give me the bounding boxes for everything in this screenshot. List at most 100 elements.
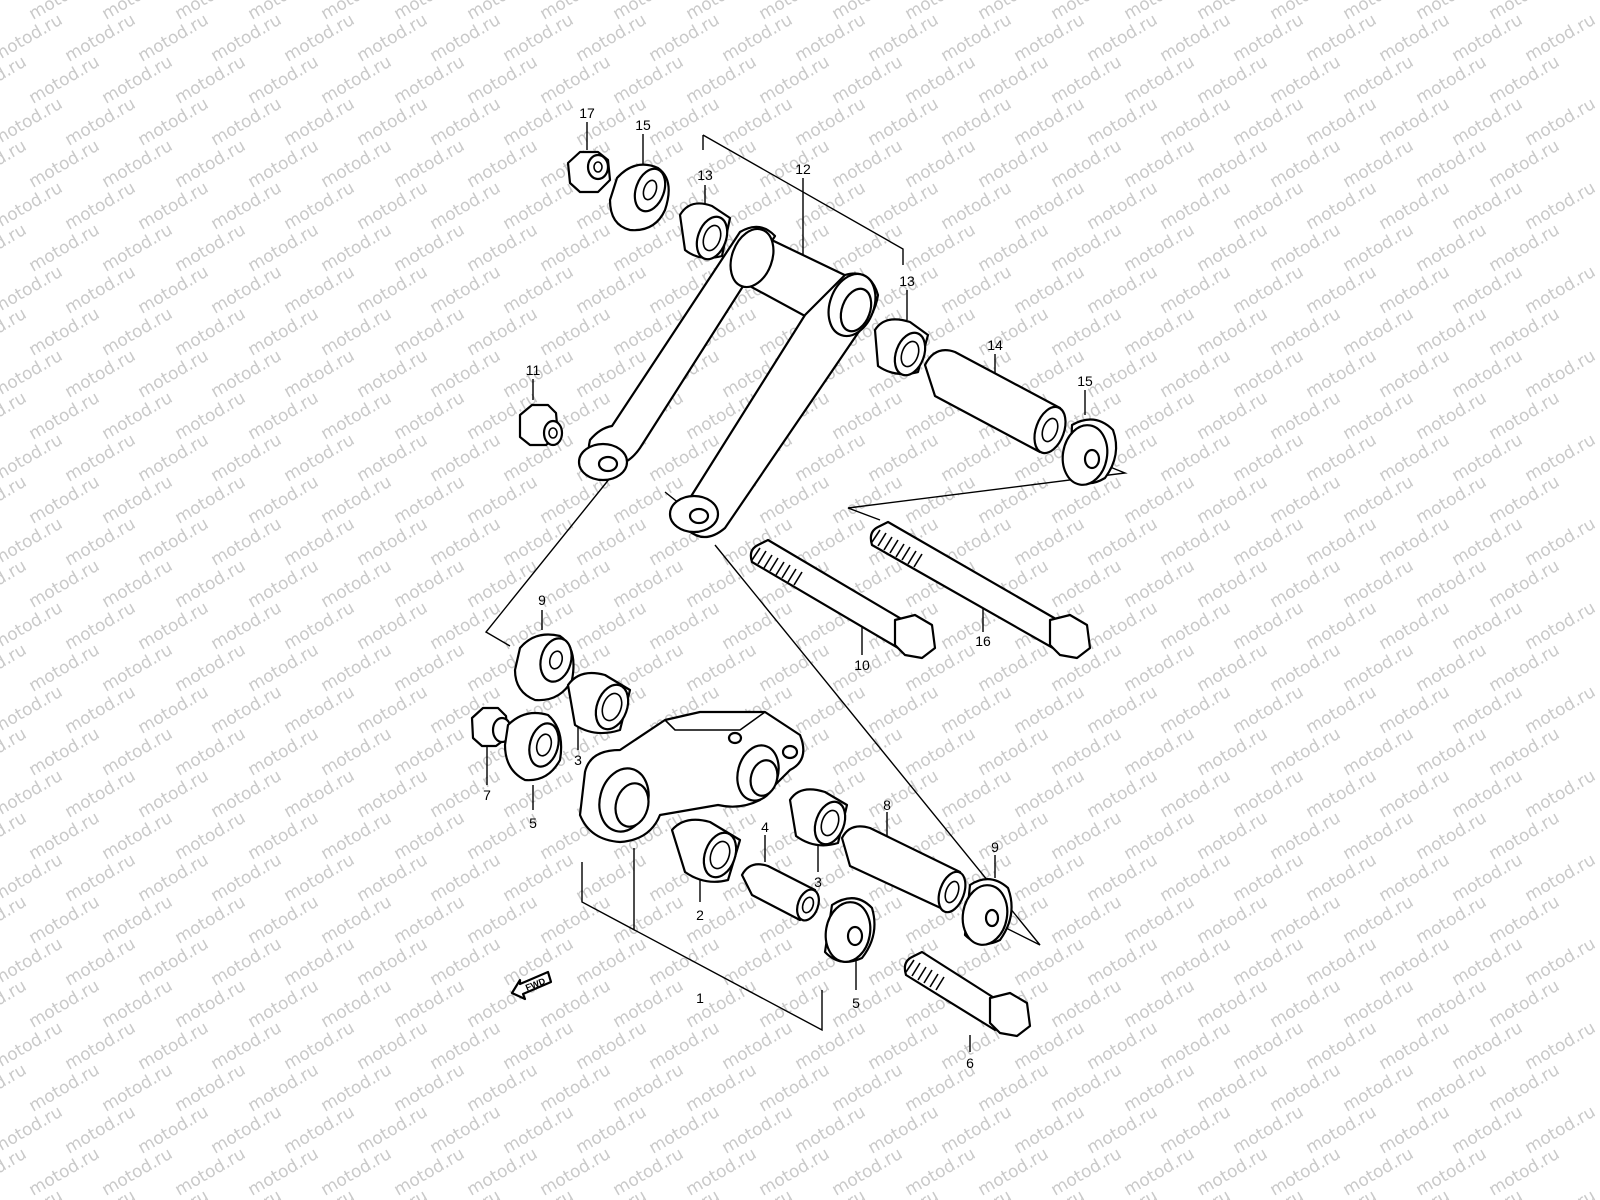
watermark-text: motod.ru (865, 10, 943, 66)
watermark-text: motod.ru (391, 1060, 469, 1116)
watermark-text: motod.ru (1449, 850, 1527, 906)
watermark-text: motod.ru (537, 1144, 615, 1200)
watermark-text: motod.ru (646, 1102, 724, 1158)
watermark-text: motod.ru (318, 976, 396, 1032)
watermark-text: motod.ru (1340, 388, 1418, 444)
watermark-text: motod.ru (1011, 1102, 1089, 1158)
watermark-text: motod.ru (865, 1186, 943, 1200)
watermark-text: motod.ru (1486, 640, 1564, 696)
watermark-text: motod.ru (281, 1102, 359, 1158)
callout-14: 14 (987, 337, 1003, 353)
watermark-text: motod.ru (135, 1018, 213, 1074)
watermark-text: motod.ru (245, 640, 323, 696)
bearing-13-top (678, 202, 732, 261)
watermark-text: motod.ru (99, 640, 177, 696)
watermark-text: motod.ru (172, 136, 250, 192)
watermark-text: motod.ru (1303, 598, 1381, 654)
watermark-text: motod.ru (99, 976, 177, 1032)
watermark-text: motod.ru (464, 1144, 542, 1200)
watermark-text: motod.ru (1157, 850, 1235, 906)
watermark-text: motod.ru (1048, 724, 1126, 780)
watermark-text: motod.ru (1084, 682, 1162, 738)
watermark-text: motod.ru (537, 220, 615, 276)
callout-12: 12 (795, 161, 811, 177)
watermark-text: motod.ru (938, 178, 1016, 234)
watermark-text: motod.ru (172, 1144, 250, 1200)
watermark-text: motod.ru (1522, 850, 1600, 906)
watermark-text: motod.ru (1522, 178, 1600, 234)
watermark-text: motod.ru (610, 52, 688, 108)
watermark-text: motod.ru (1121, 724, 1199, 780)
watermark-text: motod.ru (1486, 808, 1564, 864)
watermark-text: motod.ru (245, 556, 323, 612)
watermark-text: motod.ru (464, 52, 542, 108)
watermark-text: motod.ru (26, 1144, 104, 1200)
watermark-text: motod.ru (427, 514, 505, 570)
watermark-text: motod.ru (135, 850, 213, 906)
watermark-text: motod.ru (1267, 304, 1345, 360)
watermark-text: motod.ru (1449, 514, 1527, 570)
watermark-text: motod.ru (245, 1060, 323, 1116)
watermark-text: motod.ru (135, 262, 213, 318)
watermark-text: motod.ru (1048, 808, 1126, 864)
watermark-text: motod.ru (756, 52, 834, 108)
watermark-text: motod.ru (1084, 262, 1162, 318)
watermark-text: motod.ru (0, 640, 30, 696)
watermark-text: motod.ru (0, 136, 30, 192)
watermark-text: motod.ru (719, 10, 797, 66)
callout-9: 9 (538, 592, 546, 608)
watermark-text: motod.ru (1194, 472, 1272, 528)
callout-11: 11 (526, 362, 541, 378)
watermark-text: motod.ru (1011, 1186, 1089, 1200)
watermark-text: motod.ru (354, 1018, 432, 1074)
watermark-text: motod.ru (391, 388, 469, 444)
watermark-text: motod.ru (26, 388, 104, 444)
watermark-text: motod.ru (1084, 1102, 1162, 1158)
watermark-text: motod.ru (1121, 1144, 1199, 1200)
watermark-text: motod.ru (1486, 1144, 1564, 1200)
watermark-text: motod.ru (938, 1102, 1016, 1158)
watermark-text: motod.ru (281, 94, 359, 150)
watermark-text: motod.ru (135, 1102, 213, 1158)
watermark-text: motod.ru (938, 10, 1016, 66)
watermark-text: motod.ru (427, 430, 505, 486)
watermark-text: motod.ru (172, 1060, 250, 1116)
watermark-text: motod.ru (245, 220, 323, 276)
watermark-text: motod.ru (1267, 724, 1345, 780)
bolt-16 (869, 520, 1092, 660)
watermark-text: motod.ru (1376, 1018, 1454, 1074)
watermark-text: motod.ru (1048, 892, 1126, 948)
watermark-text: motod.ru (281, 10, 359, 66)
watermark-text: motod.ru (573, 934, 651, 990)
watermark-text: motod.ru (1449, 346, 1527, 402)
watermark-text: motod.ru (26, 640, 104, 696)
watermark-text: motod.ru (1413, 556, 1491, 612)
watermark-text: motod.ru (1011, 262, 1089, 318)
watermark-text: motod.ru (391, 220, 469, 276)
watermark-text: motod.ru (1194, 52, 1272, 108)
watermark-text: motod.ru (1048, 1060, 1126, 1116)
watermark-text: motod.ru (537, 1060, 615, 1116)
watermark-text: motod.ru (318, 724, 396, 780)
watermark-text: motod.ru (99, 136, 177, 192)
watermark-text: motod.ru (245, 52, 323, 108)
watermark-text: motod.ru (1230, 1186, 1308, 1200)
watermark-text: motod.ru (62, 262, 140, 318)
watermark-text: motod.ru (610, 892, 688, 948)
watermark-text: motod.ru (0, 892, 30, 948)
watermark-text: motod.ru (1486, 892, 1564, 948)
watermark-text: motod.ru (1449, 178, 1527, 234)
watermark-text: motod.ru (464, 136, 542, 192)
callout-13b: 13 (899, 273, 915, 289)
watermark-text: motod.ru (829, 1060, 907, 1116)
watermark-text: motod.ru (427, 1186, 505, 1200)
watermark-text: motod.ru (537, 556, 615, 612)
watermark-text: motod.ru (318, 640, 396, 696)
watermark-text: motod.ru (26, 808, 104, 864)
watermark-text: motod.ru (865, 1102, 943, 1158)
watermark-text: motod.ru (792, 94, 870, 150)
watermark-text: motod.ru (99, 472, 177, 528)
watermark-text: motod.ru (427, 178, 505, 234)
watermark-text: motod.ru (1376, 934, 1454, 990)
